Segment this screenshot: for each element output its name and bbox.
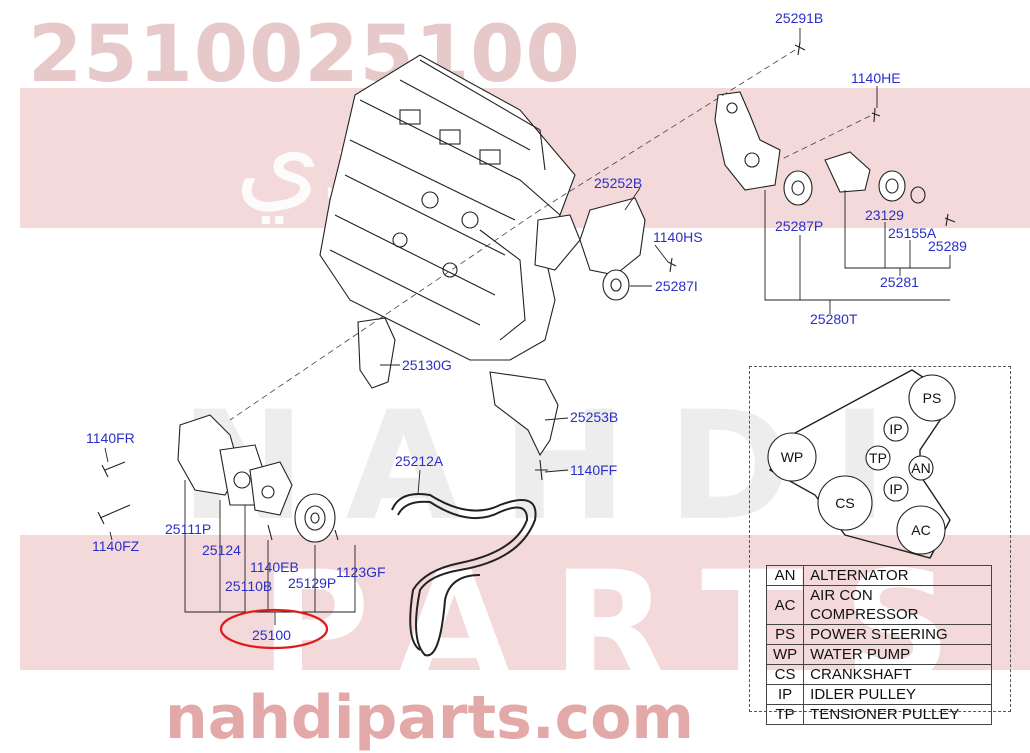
water-pump-housing — [177, 414, 293, 516]
legend-code: IP — [765, 684, 805, 705]
routing-ip-label-bottom: IP — [889, 481, 902, 497]
label-25287I[interactable]: 25287I — [655, 278, 698, 294]
label-1140FR[interactable]: 1140FR — [86, 430, 135, 446]
label-25155A[interactable]: 25155A — [888, 225, 937, 241]
routing-ip-label-top: IP — [889, 421, 902, 437]
gasket — [357, 317, 396, 389]
tensioner-assembly — [714, 41, 956, 227]
legend-desc: CRANKSHAFT — [803, 664, 993, 685]
legend-code: TP — [765, 704, 805, 725]
legend-code: WP — [765, 644, 805, 665]
label-25100[interactable]: 25100 — [252, 627, 291, 643]
label-1123GF[interactable]: 1123GF — [336, 564, 386, 580]
routing-ps-label: PS — [923, 390, 942, 406]
part-number-watermark: 2510025100 — [28, 10, 581, 100]
label-25280T[interactable]: 25280T — [810, 311, 858, 327]
label-25124[interactable]: 25124 — [202, 542, 241, 558]
label-25212A[interactable]: 25212A — [395, 453, 444, 469]
label-25289[interactable]: 25289 — [928, 238, 967, 254]
routing-tp-label: TP — [869, 450, 887, 466]
routing-an-label: AN — [911, 460, 930, 476]
legend-desc: WATER PUMP — [803, 644, 993, 665]
drive-belt — [391, 493, 537, 657]
label-25129P[interactable]: 25129P — [288, 575, 337, 591]
label-1140FZ[interactable]: 1140FZ — [92, 538, 140, 554]
label-23129[interactable]: 23129 — [865, 207, 904, 223]
label-25110B[interactable]: 25110B — [225, 578, 273, 594]
legend-desc: ALTERNATOR — [803, 565, 993, 586]
water-pump-pulley — [294, 493, 336, 543]
highlight-ellipse — [219, 608, 329, 650]
label-1140FF[interactable]: 1140FF — [570, 462, 618, 478]
exploded-parts-diagram: PS IP WP TP AN IP CS AC — [97, 28, 956, 657]
legend-desc: TENSIONER PULLEY — [803, 704, 993, 725]
label-25287P[interactable]: 25287P — [775, 218, 824, 234]
label-25291B[interactable]: 25291B — [775, 10, 824, 26]
legend-desc: POWER STEERING — [803, 624, 993, 645]
legend-code: PS — [765, 624, 805, 645]
legend-code: AN — [765, 565, 805, 586]
legend-desc: AIR CON COMPRESSOR — [803, 585, 993, 625]
label-25252B[interactable]: 25252B — [594, 175, 643, 191]
label-25111P[interactable]: 25111P — [165, 521, 212, 537]
label-1140HS[interactable]: 1140HS — [653, 229, 703, 245]
legend-desc: IDLER PULLEY — [803, 684, 993, 705]
belt-routing-schematic — [767, 369, 956, 559]
label-1140HE[interactable]: 1140HE — [851, 70, 901, 86]
label-1140EB[interactable]: 1140EB — [250, 559, 299, 575]
legend-code: AC — [765, 585, 805, 625]
lower-bracket — [489, 371, 559, 457]
routing-ac-label: AC — [911, 522, 930, 538]
engine-block — [319, 54, 576, 361]
routing-wp-label: WP — [781, 449, 804, 465]
label-25130G[interactable]: 25130G — [402, 357, 452, 373]
idler-bracket — [534, 197, 677, 301]
label-25253B[interactable]: 25253B — [570, 409, 619, 425]
routing-cs-label: CS — [835, 495, 854, 511]
legend-code: CS — [765, 664, 805, 685]
label-25281[interactable]: 25281 — [880, 274, 919, 290]
